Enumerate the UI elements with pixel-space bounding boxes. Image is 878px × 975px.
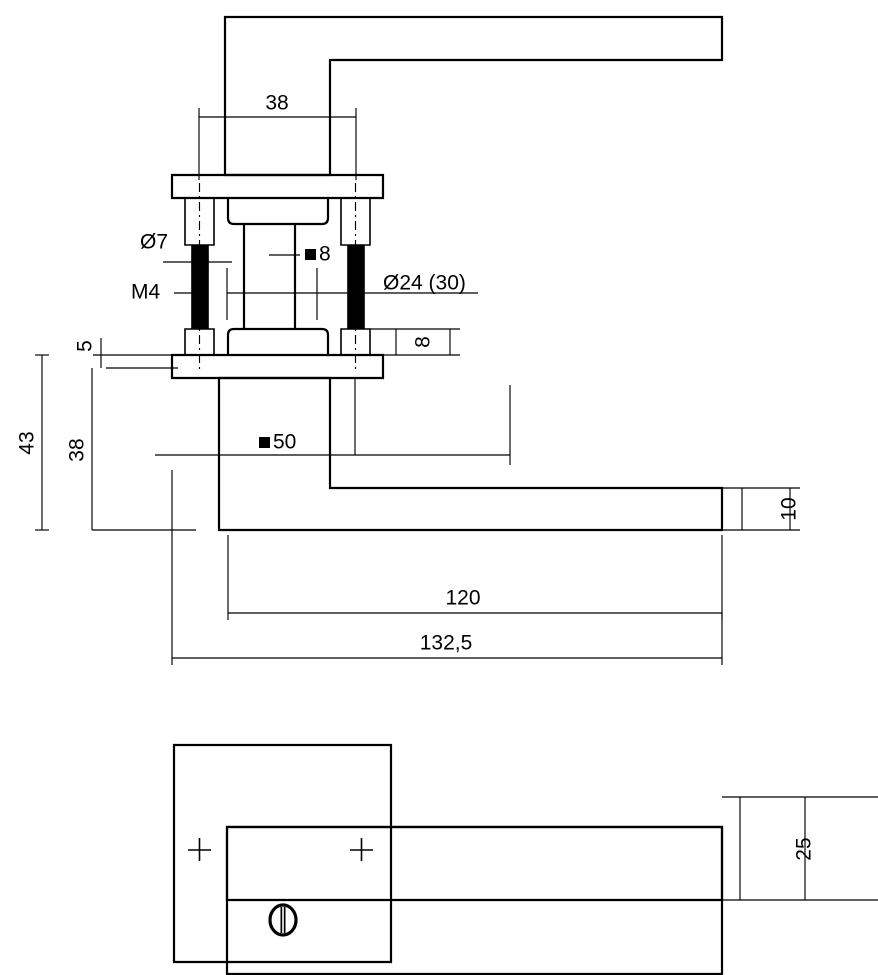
upper-lever-arm-outline [223,15,724,177]
upper-rose-plate [170,173,385,200]
dim-43: 43 [16,354,49,531]
dim-10: 10 [722,487,801,531]
dim-d7: Ø7 [140,231,232,272]
plan-view: 25 [172,743,878,975]
lower-rose-plate [170,353,385,380]
dim-25: 25 [722,796,878,901]
dim-38-left: 38 [66,368,196,531]
dim-sq50: 50 [155,378,511,465]
dim-d24-30-label: Ø24 (30) [383,272,466,295]
dim-43-label: 43 [16,431,39,454]
dim-8-right: 8 [370,328,460,356]
plan-lever-bar-rect [225,825,724,902]
left-screw-lower-sleeve [184,328,215,356]
square-symbol-icon [305,249,316,260]
dim-132-5-label: 132,5 [420,632,473,655]
dim-132-5: 132,5 [171,470,723,665]
dim-25-label: 25 [793,837,816,860]
dim-m4: M4 [131,281,208,304]
dim-sq8-label: 8 [319,243,331,266]
square-symbol-icon-50 [259,437,270,448]
upper-spindle-collar [226,198,330,226]
dim-38-top-label: 38 [265,92,288,115]
lower-handle-neck [217,376,724,532]
grub-screw-icon [268,903,298,937]
dim-5: 5 [74,338,178,369]
side-elevation-view: 38 Ø7 M4 8 Ø24 (30) [16,15,801,665]
dim-38-left-label: 38 [66,438,89,461]
dim-sq50-label: 50 [273,431,296,454]
spindle-shaft [242,224,297,329]
dim-120: 120 [227,535,723,620]
right-screw-upper-body [340,197,371,246]
center-cross-icon-left [188,838,211,861]
left-screw-upper-body [184,197,215,246]
lower-spindle-collar [226,327,330,355]
right-screw-thread-outline [347,245,365,329]
dim-5-label: 5 [74,340,97,352]
dim-d7-label: Ø7 [140,231,168,254]
right-screw-lower-sleeve [340,328,371,356]
plan-square-rose [172,743,393,964]
dim-10-label: 10 [778,497,801,520]
dim-120-label: 120 [445,587,480,610]
dim-8-right-label: 8 [412,336,435,348]
center-cross-icon-center [350,838,373,861]
dim-m4-label: M4 [131,281,160,304]
dim-sq8: 8 [269,243,331,266]
dim-d24-30: Ø24 (30) [226,268,478,320]
dim-38-top: 38 [198,92,357,180]
